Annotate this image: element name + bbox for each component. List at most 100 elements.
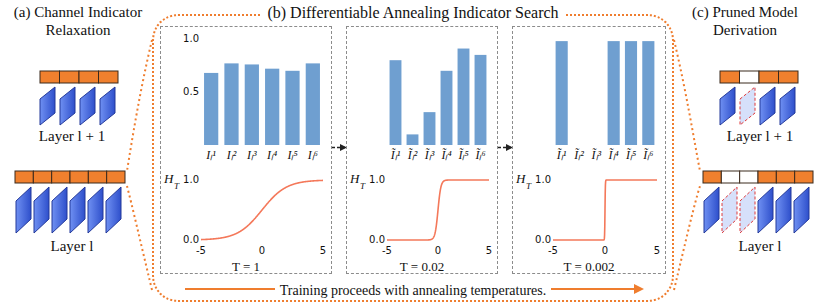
section-title: (a) Channel Indicator Relaxation (14, 4, 142, 38)
axis-tick: 0 (423, 244, 453, 257)
function-subscript: T (174, 180, 179, 192)
axis-tick: 1.0 (535, 173, 551, 186)
indicator-symbol: Ĩₗ⁴ (432, 148, 462, 163)
sigmoid-curve (201, 180, 323, 239)
function-symbol: H (350, 171, 359, 187)
indicator-symbol: Ĩₗ¹ (547, 148, 577, 163)
indicator-bar (720, 71, 798, 83)
region-bulge (674, 40, 700, 171)
indicator-cell (758, 171, 776, 183)
dashed-arrow (498, 147, 512, 149)
indicator-symbol: Ĩₗ⁵ (449, 148, 479, 163)
indicator-cell (795, 171, 813, 183)
indicator-symbol: Iₗ³ (237, 148, 267, 163)
channel-plate (16, 187, 31, 233)
function-subscript: T (360, 180, 365, 192)
indicator-cell (759, 71, 779, 83)
layer-label-row: Layer l + 1 (12, 127, 132, 145)
indicator-bar (40, 71, 118, 83)
axis-tick: 5 (474, 244, 504, 257)
axis-tick: 1.0 (183, 32, 199, 45)
axis-tick: 0 (590, 244, 620, 257)
indicator-cell (720, 71, 740, 83)
axis-tick: 0 (247, 244, 277, 257)
pruned-plate (722, 187, 737, 233)
section-title-row: (c) Pruned Model Derivation (670, 3, 820, 39)
indicator-symbol: Ĩₗ⁴ (599, 148, 629, 163)
indicator-symbol: Ĩₗ² (398, 148, 428, 163)
indicator-bar (204, 73, 218, 145)
indicator-symbol: Ĩₗ⁵ (616, 148, 646, 163)
indicator-cell (79, 71, 99, 83)
sigmoid-curve (553, 180, 657, 240)
pruned-cell (721, 171, 739, 183)
indicator-symbol: Ĩₗ³ (415, 148, 445, 163)
indicator-symbol: Iₗ⁶ (298, 148, 328, 163)
indicator-bar (642, 41, 654, 145)
indicator-bar (441, 71, 453, 145)
temperature-label: T = 1 (232, 259, 260, 274)
layer-label: Layer l + 1 (39, 128, 105, 144)
indicator-bar (390, 60, 402, 145)
temperature-row: T = 0.02 (347, 257, 497, 275)
region-title-row: (b) Differentiable Annealing Indicator S… (154, 4, 672, 22)
indicator-bar (458, 49, 470, 145)
indicator-symbol: Iₗ² (217, 148, 247, 163)
temperature-panel: T = 0.02Ĩₗ¹Ĩₗ²Ĩₗ³Ĩₗ⁴Ĩₗ⁵Ĩₗ⁶HT1.00.0-505 (346, 26, 498, 274)
indicator-cell (15, 171, 33, 183)
channel-plate (34, 187, 49, 233)
temperature-row: T = 1 (161, 257, 331, 275)
axis-tick: 0.0 (535, 233, 551, 246)
region-bulge (674, 186, 700, 290)
indicator-symbol: Ĩₗ⁶ (633, 148, 663, 163)
indicator-cell (70, 171, 88, 183)
indicator-cell (88, 171, 106, 183)
region-title: (b) Differentiable Annealing Indicator S… (261, 4, 564, 21)
channel-plate (80, 87, 95, 125)
axis-tick: 0.0 (369, 233, 385, 246)
channel-plate (88, 187, 103, 233)
axis-tick: -5 (372, 244, 402, 257)
temperature-row: T = 0.002 (513, 257, 665, 275)
indicator-bar (245, 64, 259, 145)
layer-label: Layer l + 1 (727, 128, 793, 144)
layer-label: Layer l (739, 238, 782, 254)
channel-plate (100, 87, 115, 125)
axis-tick: -5 (538, 244, 568, 257)
channel-plate (60, 87, 75, 125)
indicator-cell (779, 71, 799, 83)
training-note: Training proceeds with annealing tempera… (275, 283, 552, 298)
region-bulge (127, 186, 152, 290)
channel-plate (70, 187, 85, 233)
channel-plate (758, 187, 773, 233)
dashed-arrow (332, 147, 346, 149)
indicator-bar (475, 55, 487, 145)
layer-label-row: Layer l (12, 237, 132, 255)
function-symbol: H (164, 171, 173, 187)
indicator-symbol: Iₗ⁵ (278, 148, 308, 163)
channel-plates (16, 187, 121, 233)
indicator-symbol: Ĩₗ¹ (381, 148, 411, 163)
channel-plate (760, 87, 775, 125)
sigmoid-curve (387, 180, 489, 240)
layer-label-row: Layer l + 1 (700, 127, 820, 145)
indicator-symbol: Iₗ¹ (196, 148, 226, 163)
temperature-label: T = 0.02 (400, 259, 444, 274)
channel-plate (704, 187, 719, 233)
indicator-cell (40, 71, 60, 83)
indicator-symbol: Ĩₗ³ (581, 148, 611, 163)
pruned-plate (740, 87, 755, 125)
temperature-panel: T = 11.00.5Iₗ¹Iₗ²Iₗ³Iₗ⁴Iₗ⁵Iₗ⁶HT1.00.0-50… (160, 26, 332, 274)
channel-plate (40, 87, 55, 125)
section-title: (c) Pruned Model Derivation (692, 4, 798, 38)
layer-label: Layer l (51, 238, 94, 254)
channel-plates (704, 187, 809, 233)
axis-tick: 1.0 (369, 173, 385, 186)
indicator-bar (224, 63, 238, 145)
axis-tick: 5 (308, 244, 338, 257)
indicator-bar (608, 41, 620, 145)
search-region: (b) Differentiable Annealing Indicator S… (152, 14, 674, 302)
indicator-symbol: Ĩₗ² (564, 148, 594, 163)
indicator-bar (556, 41, 568, 145)
